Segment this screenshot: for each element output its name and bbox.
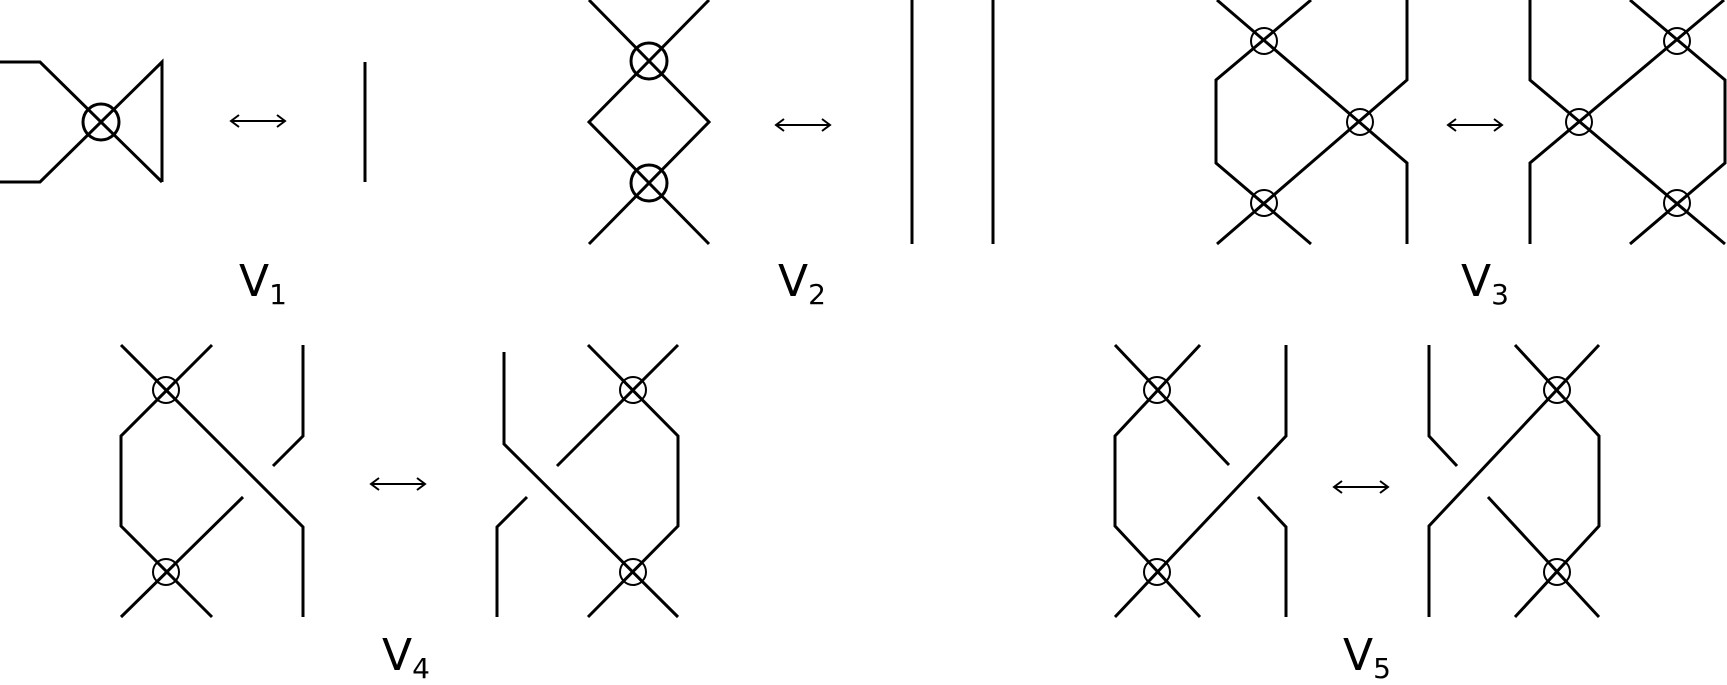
label-v4-sub: 4 — [412, 652, 430, 685]
v3-equivalence-arrow — [1446, 118, 1504, 132]
virtual-crossing-circle — [1543, 376, 1571, 404]
label-v4-main: V — [382, 630, 413, 681]
v4-equivalence-arrow — [369, 477, 427, 491]
virtual-crossing-circle — [1250, 27, 1278, 55]
v1-left-tangle — [0, 58, 164, 184]
label-v1: V1 — [239, 260, 287, 309]
move-v1 — [0, 58, 367, 184]
virtual-crossing-circle — [1543, 558, 1571, 586]
label-v3-sub: 3 — [1491, 278, 1509, 311]
virtual-crossing-circle — [1346, 108, 1374, 136]
virtual-crossing-circle — [629, 163, 669, 203]
virtual-crossing-circle — [1143, 558, 1171, 586]
virtual-crossing-circle — [1565, 108, 1593, 136]
v4-left-tangle — [119, 343, 305, 619]
v4-right-tangle — [495, 343, 680, 619]
label-v1-sub: 1 — [269, 278, 287, 311]
label-v2-main: V — [778, 256, 809, 307]
move-v2 — [586, 0, 995, 246]
move-v4 — [119, 343, 680, 619]
label-v1-main: V — [239, 256, 270, 307]
v5-equivalence-arrow — [1332, 480, 1390, 494]
label-v5-main: V — [1343, 630, 1374, 681]
label-v3: V3 — [1461, 260, 1509, 309]
virtual-crossing-circle — [1143, 376, 1171, 404]
virtual-crossing-circle — [1663, 189, 1691, 217]
label-v2: V2 — [778, 260, 826, 309]
label-v2-sub: 2 — [808, 278, 826, 311]
move-v3 — [1214, 0, 1727, 246]
v3-left-tangle — [1214, 0, 1409, 246]
virtual-crossing-circle — [619, 558, 647, 586]
virtual-crossing-circle — [152, 376, 180, 404]
v2-left-tangle — [586, 0, 712, 246]
virtual-crossing-circle — [629, 41, 669, 81]
v2-right-tangle — [910, 0, 995, 244]
move-v5 — [1113, 343, 1601, 619]
label-v5: V5 — [1343, 634, 1391, 683]
virtual-crossing-circle — [1663, 27, 1691, 55]
v3-right-tangle — [1528, 0, 1727, 246]
label-v4: V4 — [382, 634, 430, 683]
label-v3-main: V — [1461, 256, 1492, 307]
virtual-crossing-circle — [81, 102, 121, 142]
virtual-crossing-circle — [1250, 189, 1278, 217]
label-v5-sub: 5 — [1373, 652, 1391, 685]
virtual-crossing-circle — [152, 558, 180, 586]
v2-equivalence-arrow — [774, 118, 832, 132]
v5-left-tangle — [1113, 343, 1288, 619]
v5-right-tangle — [1427, 343, 1601, 619]
virtual-crossing-circle — [619, 376, 647, 404]
v1-equivalence-arrow — [229, 114, 287, 128]
